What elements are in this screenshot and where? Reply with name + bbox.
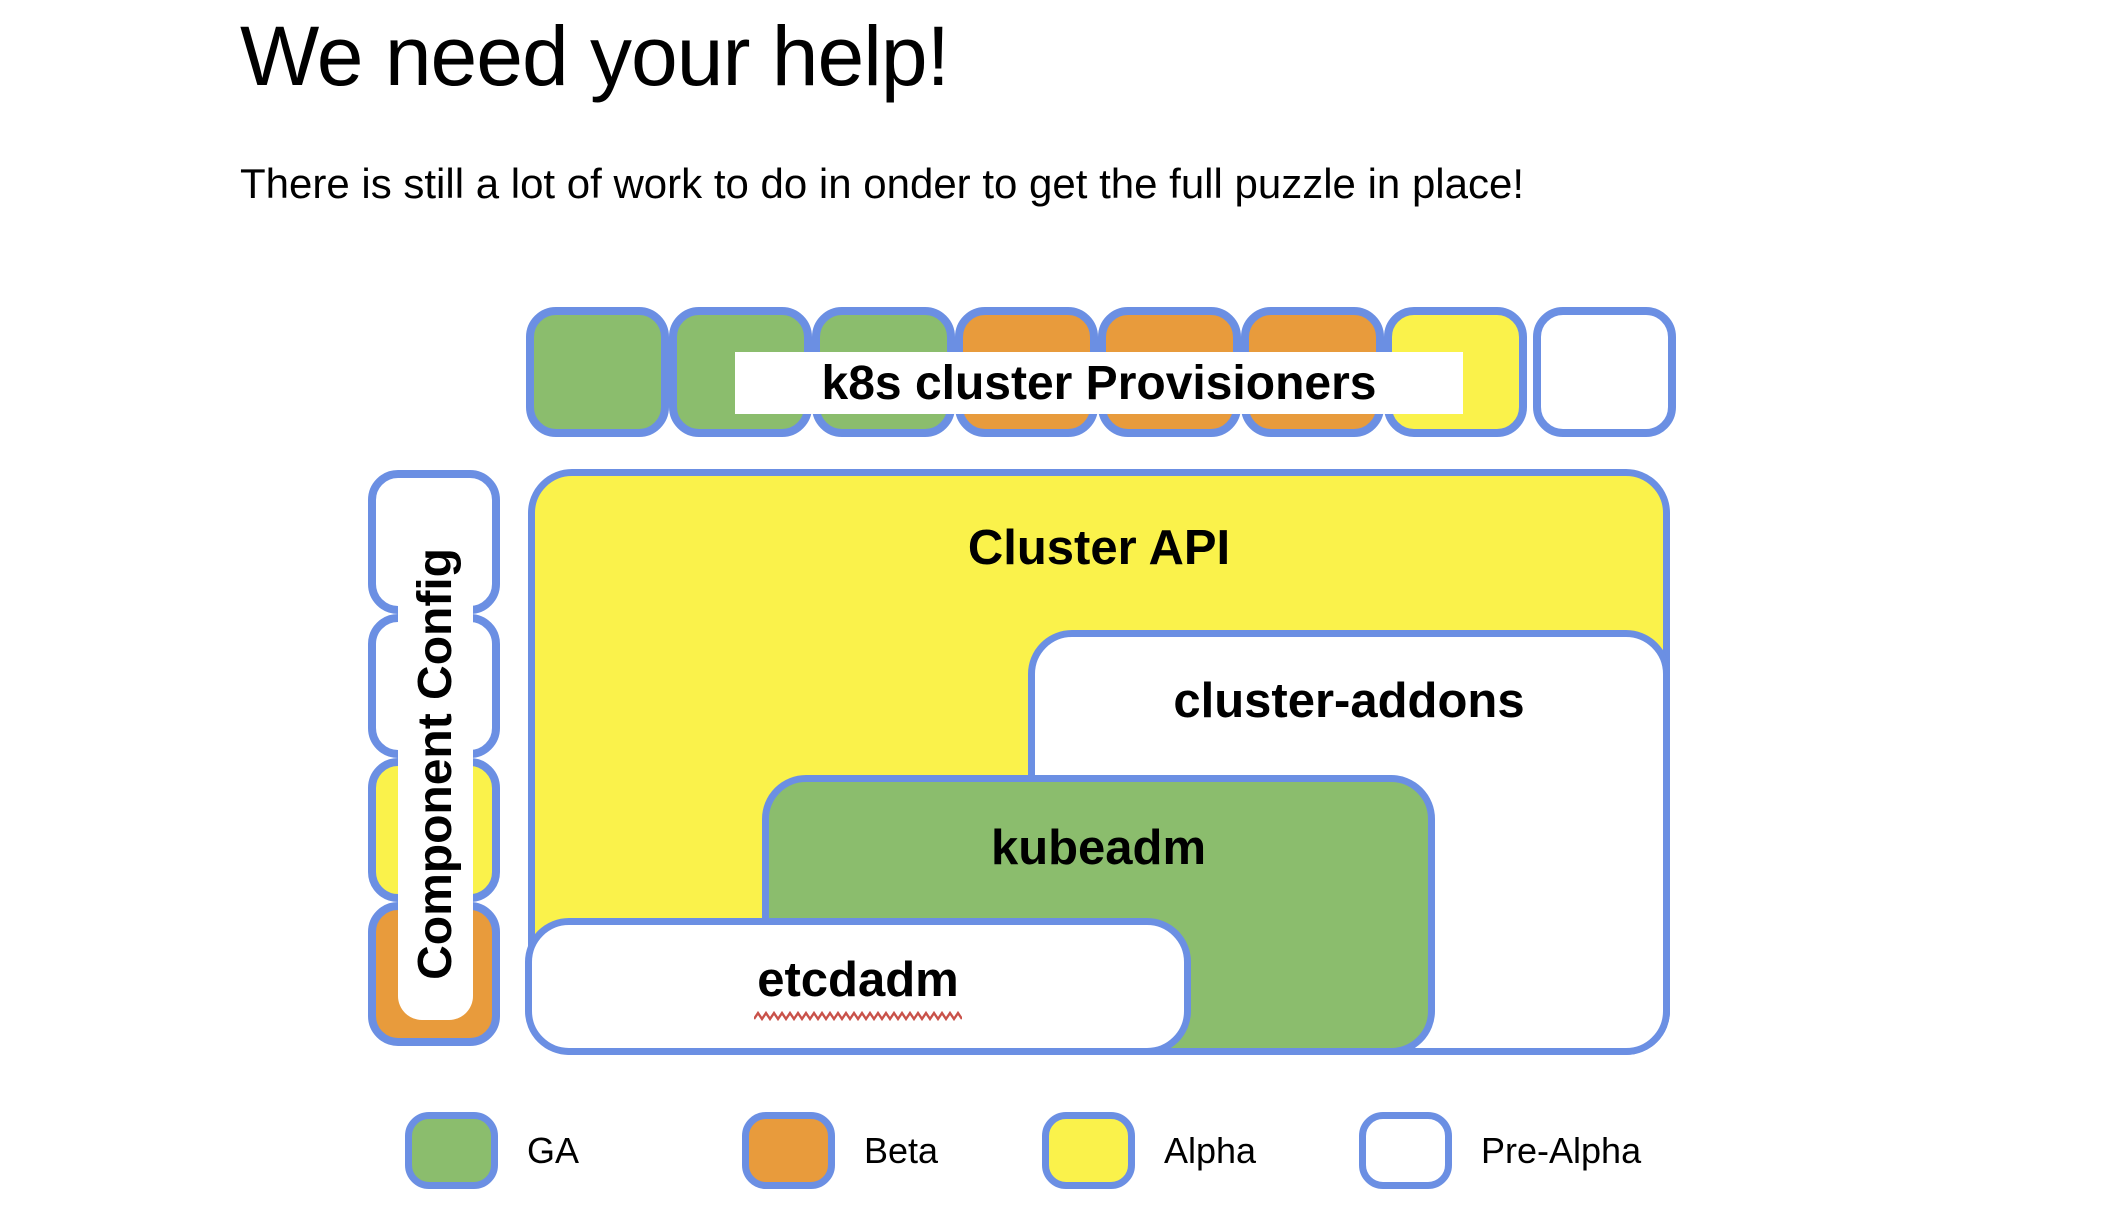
legend-item-ga: GA xyxy=(405,1112,579,1189)
provisioners-label-text: k8s cluster Provisioners xyxy=(821,356,1377,410)
component-config-label: Component Config xyxy=(398,508,473,1020)
puzzle-piece-prealpha xyxy=(1533,307,1676,437)
legend-swatch-ga xyxy=(405,1112,498,1189)
etcdadm-box: etcdadm xyxy=(525,918,1191,1055)
cluster-addons-label: cluster-addons xyxy=(1173,674,1525,728)
legend-item-prealpha: Pre-Alpha xyxy=(1359,1112,1641,1189)
legend-label-beta: Beta xyxy=(864,1129,939,1171)
puzzle-piece-ga xyxy=(526,307,669,437)
etcdadm-label: etcdadm xyxy=(757,952,959,1007)
spellcheck-squiggle-icon xyxy=(754,1010,962,1021)
cluster-api-label: Cluster API xyxy=(967,521,1231,575)
legend-item-alpha: Alpha xyxy=(1042,1112,1256,1189)
legend-label-alpha: Alpha xyxy=(1164,1129,1257,1171)
component-config-label-text: Component Config xyxy=(409,548,462,980)
kubeadm-label: kubeadm xyxy=(990,821,1207,875)
page-title: We need your help! xyxy=(240,9,950,103)
legend-swatch-prealpha xyxy=(1359,1112,1452,1189)
legend-swatch-beta xyxy=(742,1112,835,1189)
legend-label-ga: GA xyxy=(527,1129,580,1171)
legend-item-beta: Beta xyxy=(742,1112,938,1189)
legend-swatch-alpha xyxy=(1042,1112,1135,1189)
provisioners-label: k8s cluster Provisioners xyxy=(735,352,1463,414)
page-subtitle: There is still a lot of work to do in on… xyxy=(240,160,1525,207)
legend-label-prealpha: Pre-Alpha xyxy=(1481,1129,1642,1171)
